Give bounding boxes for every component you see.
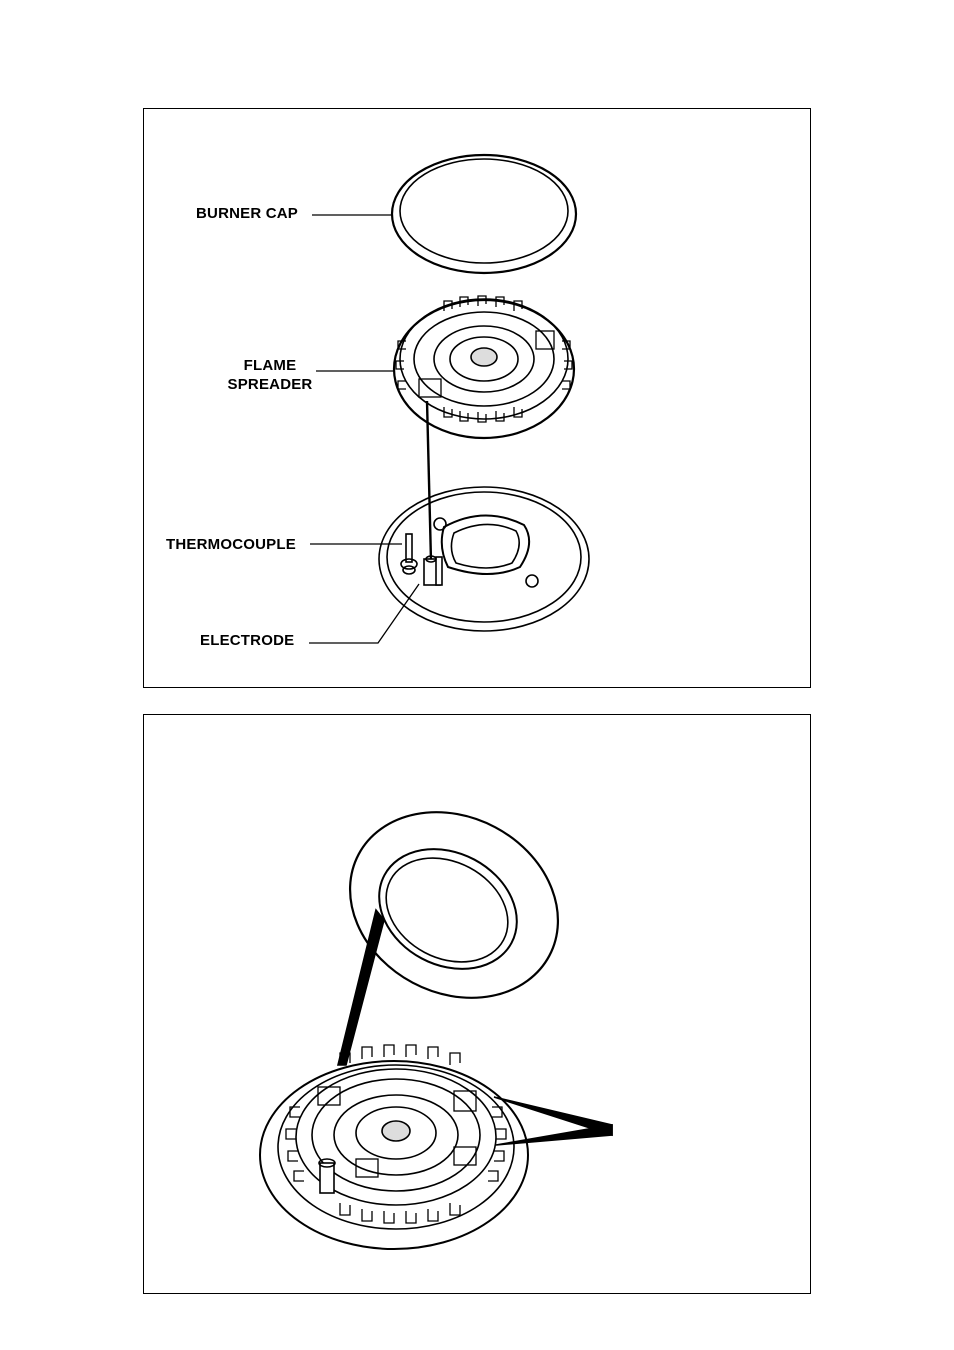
- assembly-diagram: [143, 714, 811, 1294]
- thermocouple-icon: [401, 534, 417, 574]
- exploded-burner-drawing: [144, 109, 812, 689]
- burner-cap-icon: [392, 155, 576, 273]
- electrode-icon: [424, 556, 442, 585]
- label-thermocouple: THERMOCOUPLE: [166, 536, 296, 553]
- label-flame-spreader-line1: FLAME: [224, 356, 316, 375]
- exploded-burner-diagram: BURNER CAP FLAME SPREADER THERMOCOUPLE E…: [143, 108, 811, 688]
- label-burner-cap: BURNER CAP: [196, 205, 298, 222]
- assembly-drawing: [144, 715, 812, 1295]
- label-flame-spreader: FLAME SPREADER: [224, 356, 316, 394]
- cap-ring-icon: [317, 777, 590, 1065]
- label-flame-spreader-line2: SPREADER: [224, 375, 316, 394]
- flame-spreader-icon: [394, 296, 574, 438]
- label-electrode: ELECTRODE: [200, 632, 294, 649]
- assembled-burner-icon: [260, 1045, 528, 1249]
